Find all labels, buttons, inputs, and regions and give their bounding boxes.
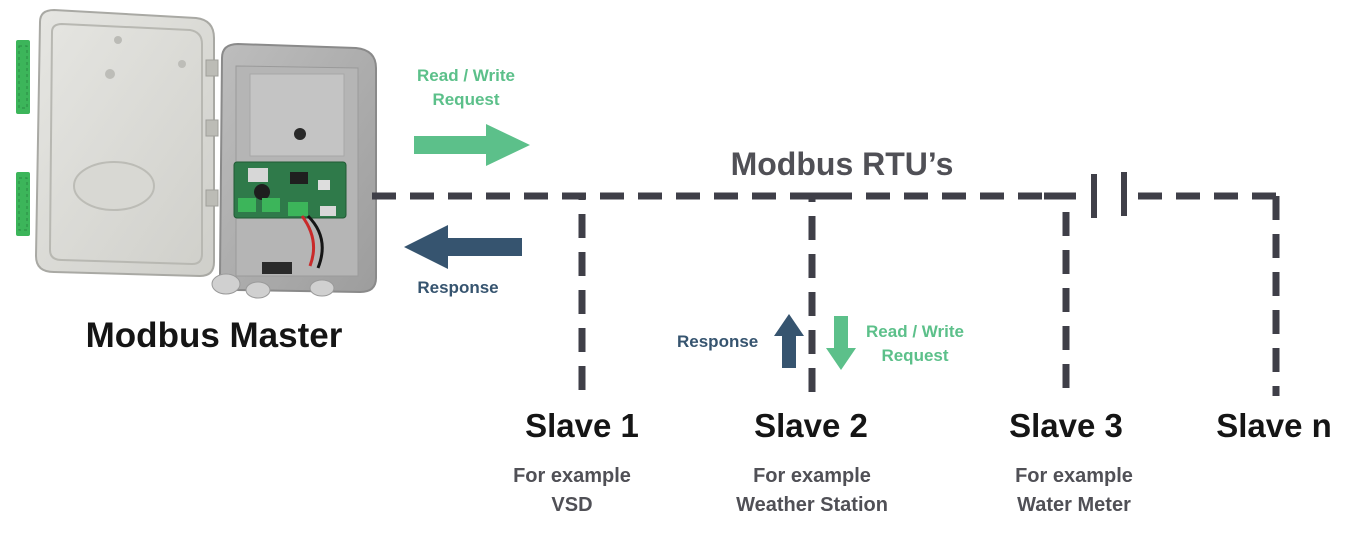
slave-2-response-arrow xyxy=(774,314,804,368)
modbus-master-device-image xyxy=(16,8,377,299)
slave-2-drop-line xyxy=(808,192,830,396)
slave-3-drop-line xyxy=(1044,192,1070,396)
slave-2-example: For example Weather Station xyxy=(736,465,888,516)
slave-1-example: For example VSD xyxy=(513,465,631,516)
bus-break-marker xyxy=(1091,172,1127,218)
slave-2-request-arrow xyxy=(826,316,856,370)
circuit-board xyxy=(233,161,347,219)
master-request-label: Read / Write Request xyxy=(417,66,515,109)
slave-1-drop-line xyxy=(562,192,586,396)
slave-2-response-label: Response xyxy=(677,332,759,351)
slave-1-name: Slave 1 xyxy=(525,407,639,444)
bus-label: Modbus RTU’s xyxy=(730,146,954,182)
master-response-label: Response xyxy=(417,278,499,297)
modbus-master-title: Modbus Master xyxy=(85,316,343,355)
master-response-arrow xyxy=(404,225,522,269)
slave-3-name: Slave 3 xyxy=(1009,407,1123,444)
slave-2-name: Slave 2 xyxy=(754,407,868,444)
lid-terminal-strips xyxy=(16,40,30,236)
master-request-arrow xyxy=(414,124,530,166)
enclosure-lid xyxy=(34,8,219,278)
enclosure-base xyxy=(211,42,377,299)
slave-3-example: For example Water Meter xyxy=(1015,465,1133,516)
slave-2-request-label: Read / Write Request xyxy=(866,322,964,365)
slave-n-name: Slave n xyxy=(1216,407,1332,444)
modbus-bus-line xyxy=(372,192,1280,396)
